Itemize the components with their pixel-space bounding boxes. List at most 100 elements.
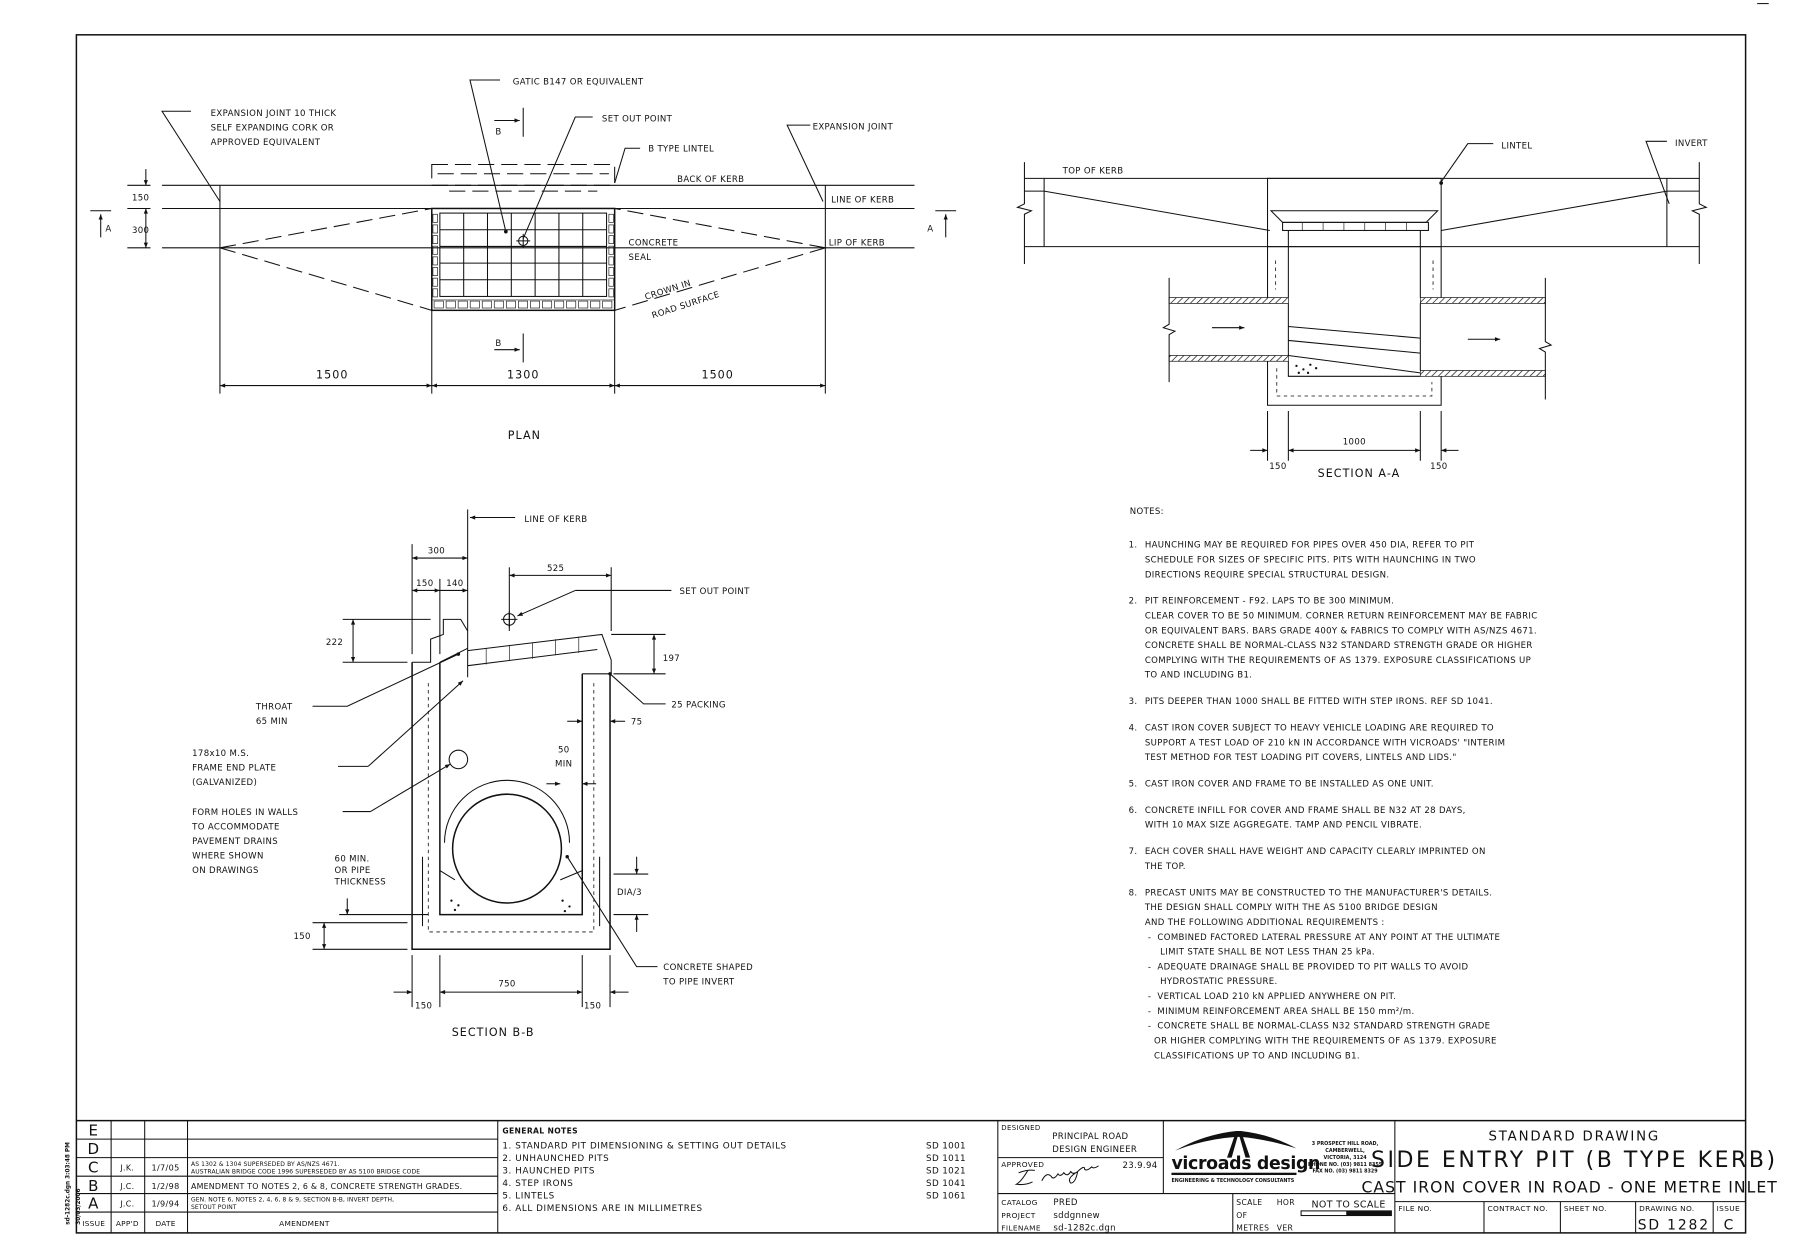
plot-stamp-2: 30/03/2006	[76, 1188, 82, 1224]
file-no-label: FILE NO.	[1398, 1204, 1432, 1213]
lintel-outline	[431, 163, 616, 186]
revision-issue: E	[88, 1122, 99, 1140]
general-note: 1. STANDARD PIT DIMENSIONING & SETTING O…	[502, 1141, 786, 1151]
drawing-type: STANDARD DRAWING	[1488, 1129, 1660, 1144]
issue-label: ISSUE	[1717, 1204, 1740, 1213]
note-line: OR EQUIVALENT BARS. BARS GRADE 400Y & FA…	[1145, 626, 1537, 636]
note-line: - CONCRETE SHALL BE NORMAL-CLASS N32 STA…	[1145, 1022, 1491, 1032]
dim-750: 750	[498, 979, 515, 989]
general-note: 3. HAUNCHED PITS	[502, 1166, 595, 1176]
drawing-subtitle: CAST IRON COVER IN ROAD - ONE METRE INLE…	[1361, 1178, 1777, 1196]
general-note: 4. STEP IRONS	[502, 1179, 573, 1189]
general-note: 2. UNHAUNCHED PITS	[502, 1154, 609, 1164]
general-note-ref: SD 1041	[926, 1179, 966, 1189]
note-number: 3.	[1129, 697, 1138, 707]
note-line: TEST METHOD FOR TEST LOADING PIT COVERS,…	[1144, 753, 1457, 763]
general-note-ref: SD 1021	[926, 1166, 966, 1176]
dim-1300: 1300	[507, 369, 539, 382]
company-address: 3 PROSPECT HILL ROAD,CAMBERWELL,VICTORIA…	[1308, 1141, 1383, 1175]
dia-3-label: DIA/3	[617, 888, 642, 898]
note-line: CAST IRON COVER SUBJECT TO HEAVY VEHICLE…	[1145, 724, 1494, 734]
revision-date: 1/2/98	[151, 1181, 179, 1191]
section-a-a-title: SECTION A-A	[1318, 467, 1401, 480]
note-line: - ADEQUATE DRAINAGE SHALL BE PROVIDED TO…	[1145, 962, 1469, 972]
general-notes-heading: GENERAL NOTES	[502, 1126, 578, 1135]
note-number: 6.	[1129, 806, 1138, 816]
note-number: 2.	[1129, 597, 1138, 607]
revision-approved-by: J.C.	[119, 1182, 134, 1191]
dim-150-right: 150	[1430, 462, 1447, 472]
note-line: LIMIT STATE SHALL BE NOT LESS THAN 25 kP…	[1145, 948, 1375, 958]
revision-amendment: SETOUT POINT	[191, 1204, 237, 1211]
packing-label: 25 PACKING	[671, 700, 725, 710]
revision-header-date: DATE	[155, 1219, 175, 1228]
dim-150-left: 150	[415, 1001, 432, 1011]
drawing-number: SD 1282	[1638, 1217, 1710, 1233]
revision-approved-by: J.K.	[119, 1163, 134, 1172]
dim-150-base: 150	[293, 932, 310, 942]
note-line: CONCRETE SHALL BE NORMAL-CLASS N32 STAND…	[1145, 641, 1533, 651]
dim-150-right: 150	[584, 1001, 601, 1011]
pipe	[451, 793, 563, 904]
set-out-point-label: SET OUT POINT	[602, 115, 673, 125]
note-line: CONCRETE INFILL FOR COVER AND FRAME SHAL…	[1145, 806, 1466, 816]
dim-left-1500: 1500	[316, 369, 348, 382]
dim-right-1500: 1500	[701, 369, 733, 382]
scale-hor-label: HOR	[1277, 1198, 1295, 1207]
scale-value: NOT TO SCALE	[1311, 1199, 1385, 1210]
note-line: CLEAR COVER TO BE 50 MINIMUM. CORNER RET…	[1145, 611, 1538, 621]
revision-approved-by: J.C.	[119, 1199, 134, 1208]
dim-150: 150	[416, 579, 433, 589]
note-line: THE TOP.	[1144, 862, 1186, 872]
dim-300: 300	[132, 226, 149, 236]
grate	[1282, 221, 1429, 231]
dim-75: 75	[631, 718, 643, 728]
lintel	[1267, 177, 1442, 248]
revision-issue: D	[87, 1140, 100, 1158]
lintel-label: LINTEL	[1501, 141, 1532, 151]
filename-label: FILENAME	[1001, 1224, 1041, 1233]
approved-label: APPROVED	[1001, 1160, 1044, 1169]
scale-label: SCALE	[1236, 1198, 1262, 1207]
section-a-marker-left: A	[105, 225, 111, 235]
section-b-marker-bottom: B	[495, 339, 501, 349]
note-line: EACH COVER SHALL HAVE WEIGHT AND CAPACIT…	[1145, 847, 1486, 857]
drawing-title: SIDE ENTRY PIT (B TYPE KERB)	[1371, 1148, 1778, 1173]
note-line: PRECAST UNITS MAY BE CONSTRUCTED TO THE …	[1145, 888, 1493, 898]
sheet-no-label: SHEET NO.	[1564, 1204, 1607, 1213]
note-line: HAUNCHING MAY BE REQUIRED FOR PIPES OVER…	[1145, 541, 1475, 551]
note-line: COMPLYING WITH THE REQUIREMENTS OF AS 13…	[1145, 656, 1531, 666]
dim-140: 140	[446, 579, 463, 589]
project-value: sddgnnew	[1053, 1211, 1100, 1221]
crown-label-1: CROWN IN	[644, 278, 693, 302]
dim-300: 300	[428, 546, 445, 556]
expansion-joint-label: EXPANSION JOINT	[813, 123, 894, 133]
revision-header-amendment: AMENDMENT	[279, 1219, 330, 1228]
note-line: PITS DEEPER THAN 1000 SHALL BE FITTED WI…	[1145, 697, 1493, 707]
revision-issue: A	[88, 1195, 99, 1213]
dim-222: 222	[326, 638, 343, 648]
scale-metres-label: METRES	[1236, 1224, 1269, 1233]
general-note-ref: SD 1001	[926, 1141, 966, 1151]
contract-no-label: CONTRACT NO.	[1487, 1204, 1547, 1213]
signature	[1014, 1165, 1099, 1186]
revision-amendment: AMENDMENT TO NOTES 2, 6 & 8, CONCRETE ST…	[191, 1182, 462, 1191]
plan-view: 1500 1300 1500 150 300 B B A A EXPANSION…	[90, 78, 957, 442]
note-line: AND THE FOLLOWING ADDITIONAL REQUIREMENT…	[1145, 918, 1385, 928]
note-line: OR HIGHER COMPLYING WITH THE REQUIREMENT…	[1145, 1037, 1497, 1047]
grate-cover	[431, 207, 616, 312]
scale-of-label: OF	[1236, 1211, 1247, 1220]
catalog-value: PRED	[1053, 1198, 1078, 1208]
note-number: 7.	[1129, 847, 1138, 857]
set-out-point-label: SET OUT POINT	[679, 587, 750, 597]
revision-header-issue: ISSUE	[82, 1219, 105, 1228]
section-b-marker-top: B	[495, 127, 501, 137]
filename-value: sd-1282c.dgn	[1053, 1224, 1116, 1234]
notes-heading: NOTES:	[1130, 507, 1164, 517]
drawing-frame	[75, 34, 1747, 1234]
